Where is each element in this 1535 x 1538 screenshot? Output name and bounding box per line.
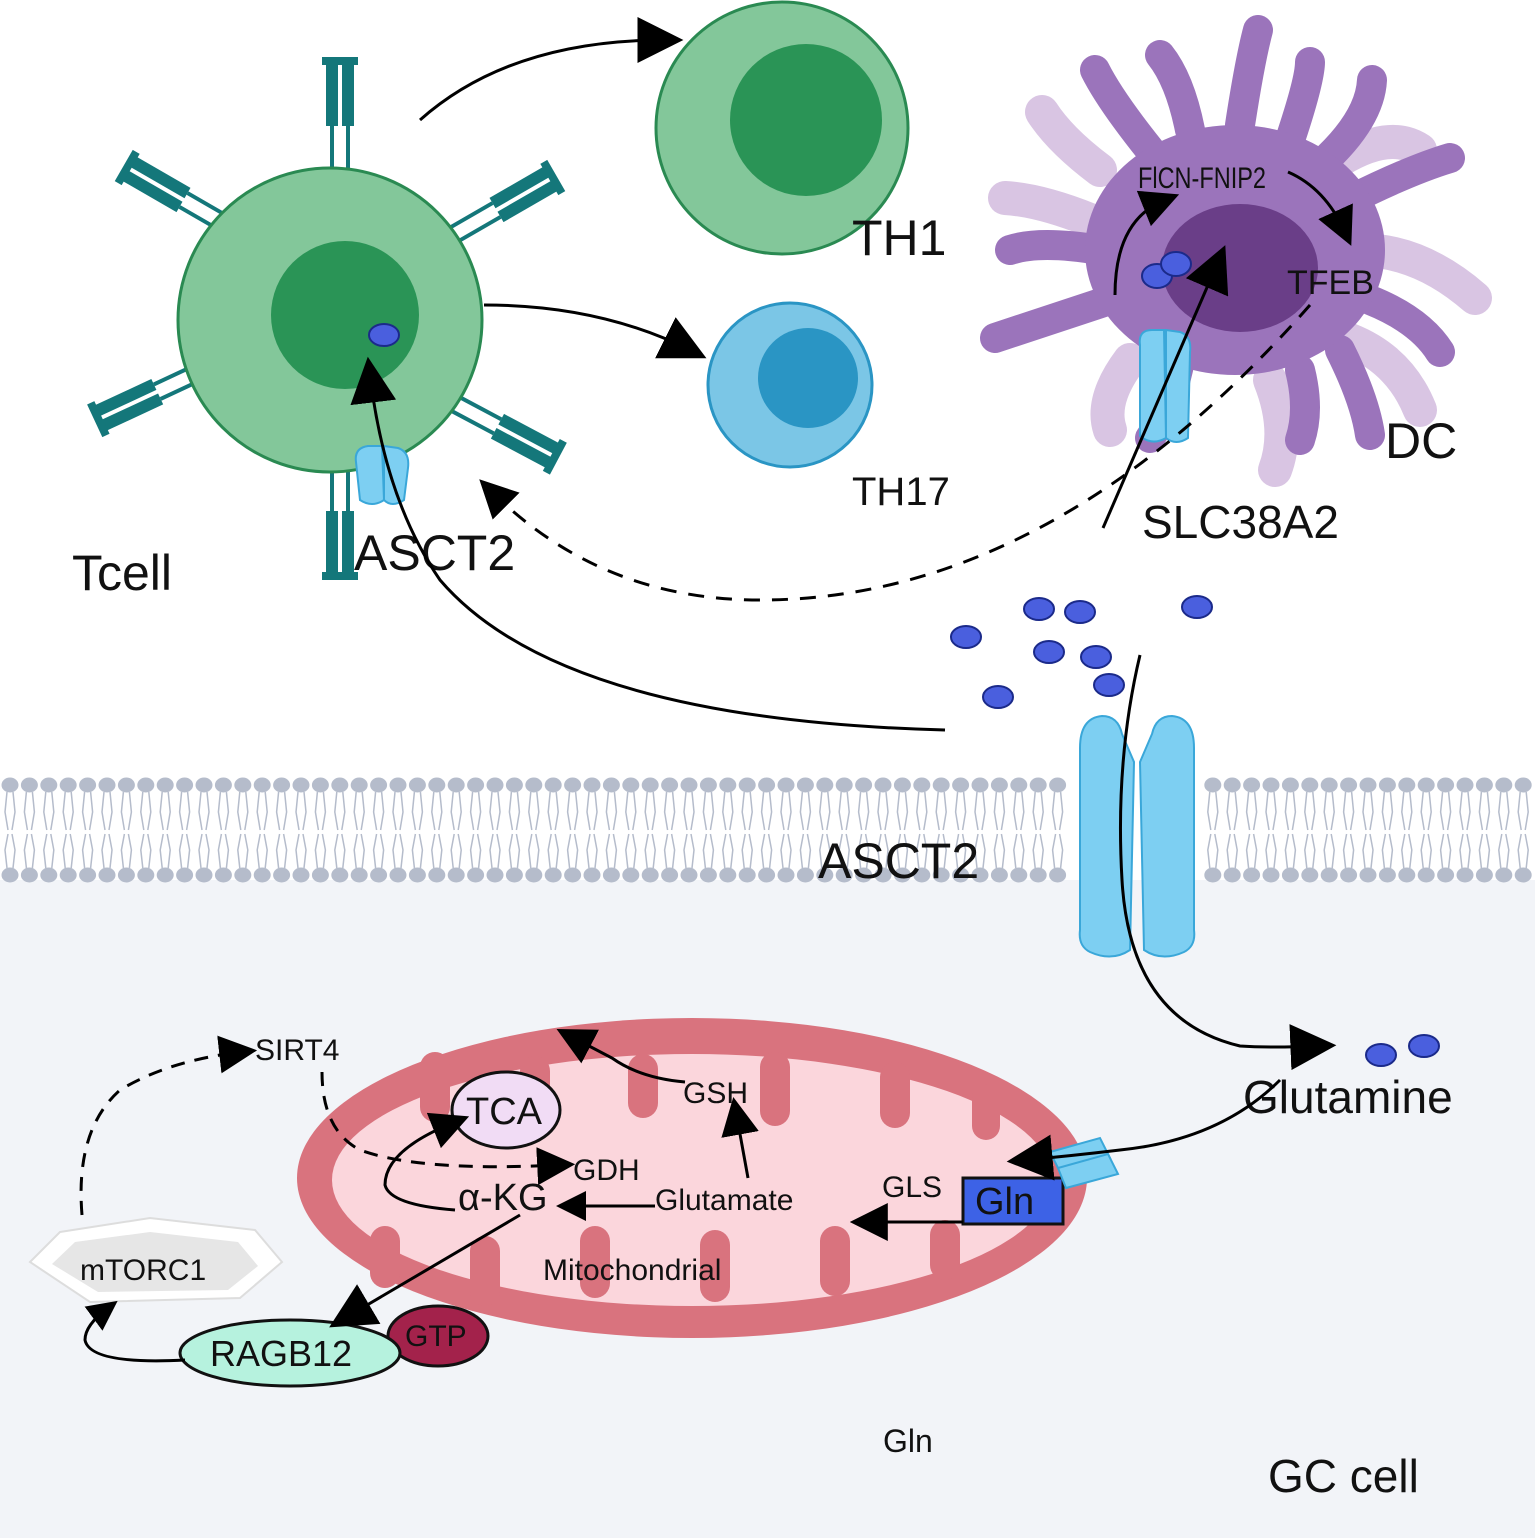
glutamine-label: Glutamine [1243, 1071, 1453, 1123]
glutamine-dot [1033, 640, 1065, 664]
sirt4-label: SIRT4 [255, 1034, 339, 1067]
arrow-akg-to-tca [383, 1112, 470, 1212]
mtorc1-node: mTORC1 [28, 1216, 284, 1304]
gc-cell-label: GC cell [1268, 1450, 1419, 1502]
gdh-label: GDH [573, 1154, 640, 1187]
gtp-label: GTP [405, 1320, 467, 1353]
slc38a2-label: SLC38A2 [1142, 496, 1339, 548]
arrow-slc38a2-to-dc-nucleus [1101, 245, 1229, 529]
arrow-mtorc1-to-sirt4-dashed [79, 1035, 258, 1216]
gln-box-label: Gln [975, 1181, 1034, 1223]
th1-nucleus [730, 44, 882, 196]
glutamine-dot [1408, 1034, 1440, 1058]
asct2-membrane-transporter: ASCT2 [818, 714, 1196, 958]
arrow-tcell-to-th17 [483, 303, 707, 359]
tcell-nucleus [271, 241, 419, 389]
gsh-label: GSH [683, 1077, 748, 1110]
th1-cell: TH1 [654, 0, 946, 266]
glutamine-dot [1080, 645, 1112, 669]
gln-bottom-label: Gln [883, 1423, 933, 1459]
mitochondrial-label: Mitochondrial [543, 1254, 721, 1287]
th17-label: TH17 [852, 470, 950, 514]
ragb12-label: RAGB12 [210, 1333, 352, 1374]
th1-label: TH1 [852, 210, 946, 266]
arrow-sirt4-to-gdh-dashed [320, 1071, 576, 1186]
t-cell: Tcell ASCT2 [72, 55, 567, 601]
tca-label: TCA [466, 1091, 543, 1133]
tca-node [450, 1070, 562, 1150]
glutamine-dot [1093, 673, 1125, 697]
glutamate-label: Glutamate [655, 1184, 793, 1217]
arrows [79, 17, 1353, 1363]
mitochondrion: TCA GSH GDH α-KG Glutamate GLS Gln Mitoc… [297, 1018, 1120, 1338]
glutamine-dot [368, 323, 400, 347]
glutamine-dot [982, 685, 1014, 709]
arrow-glutamine-to-tcell [350, 356, 946, 732]
glutamine-dot [1365, 1043, 1397, 1067]
tfeb-label: TFEB [1287, 264, 1374, 302]
extracellular-glutamine [950, 595, 1440, 1067]
arrow-dc-loop-left [1113, 190, 1180, 296]
th17-nucleus [758, 328, 858, 428]
gtp-node [386, 1304, 490, 1368]
mito-cristae [370, 1052, 1000, 1306]
flcn-fnip2-label: FlCN-FNIP2 [1138, 162, 1266, 195]
slc38a2-transporter [1138, 328, 1192, 443]
asct2-membrane-label: ASCT2 [818, 833, 979, 889]
arrow-asct2-import [1119, 654, 1337, 1071]
arrow-akg-to-ragb12 [329, 1213, 521, 1328]
glutamine-dot [1181, 595, 1213, 619]
cell-membrane [1, 777, 1532, 883]
dendritic-cell: FlCN-FNIP2 TFEB DC SLC38A2 [980, 15, 1492, 548]
arrow-ragb12-to-mtorc1 [83, 1300, 186, 1363]
gls-label: GLS [882, 1171, 942, 1204]
arrow-gsh-to-out [556, 1028, 686, 1084]
tcell-label: Tcell [72, 545, 172, 601]
glutamine-dot [1064, 600, 1096, 624]
alpha-kg-label: α-KG [458, 1177, 548, 1219]
glutamine-dot [950, 625, 982, 649]
arrow-tfeb-to-tcell-dashed [479, 304, 1312, 602]
dc-label: DC [1385, 413, 1457, 469]
arrow-glutamine-to-mito [1006, 1078, 1282, 1181]
glutamine-dot [1023, 597, 1055, 621]
arrow-glutamate-to-gsh [721, 1097, 759, 1179]
ragb12-node [178, 1318, 402, 1388]
th17-cell: TH17 [706, 301, 950, 514]
glutamine-dot [1160, 251, 1192, 277]
asct2-transporter-tcell [354, 444, 410, 505]
arrow-tcell-to-th1 [419, 17, 684, 122]
mtorc1-label: mTORC1 [80, 1254, 206, 1287]
arrow-dc-loop-right [1287, 170, 1353, 246]
